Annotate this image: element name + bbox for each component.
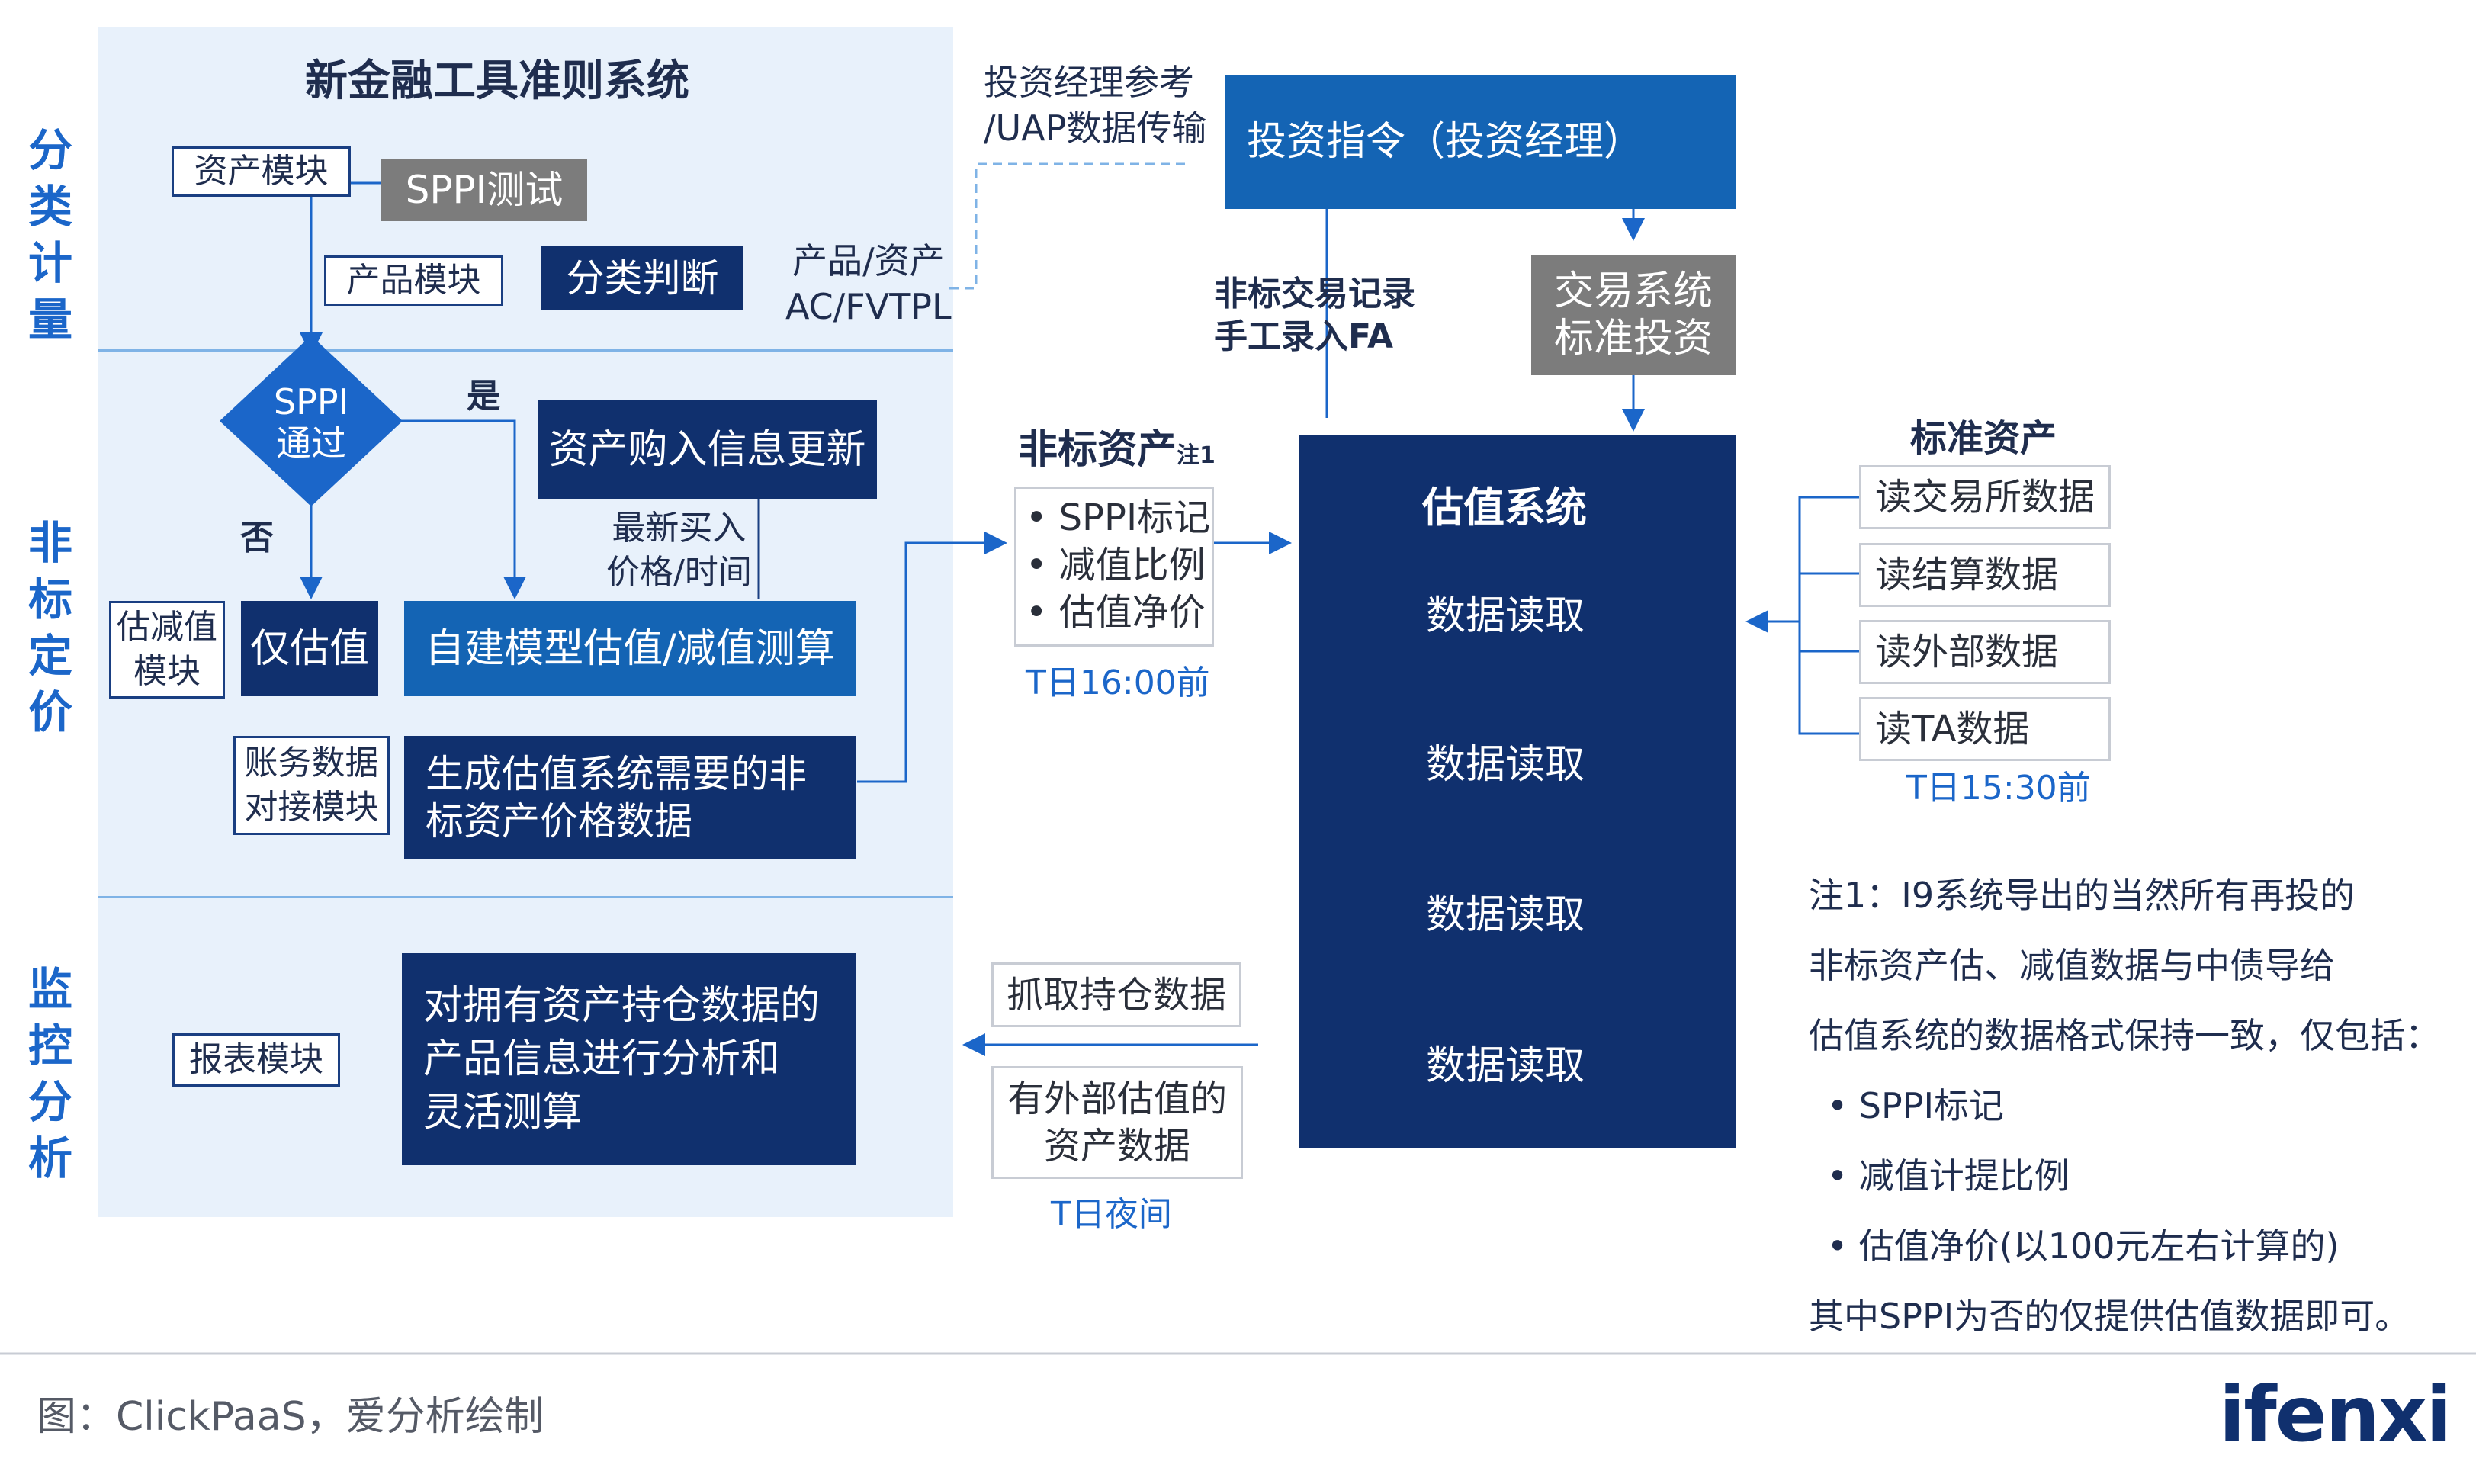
read-exchange-box: 读交易所数据 bbox=[1859, 465, 2111, 529]
section-label-text: 非标定价 bbox=[27, 517, 72, 738]
nonstandard-record-label: 非标交易记录 手工录入FA bbox=[1214, 275, 1415, 356]
valuation-system-title: 估值系统 bbox=[1422, 483, 1587, 532]
generate-price-box: 生成估值系统需要的非 标资产价格数据 bbox=[404, 736, 856, 859]
valuation-system-box bbox=[1299, 435, 1736, 1148]
section-label-classification: 分类计量 bbox=[23, 122, 78, 348]
read-exchange-label: 读交易所数据 bbox=[1875, 476, 2095, 519]
ifenxi-logo: ifenxi bbox=[2219, 1370, 2452, 1459]
read-ta-box: 读TA数据 bbox=[1859, 697, 2111, 761]
note-bullet-text: 估值净价(以100元左右计算的) bbox=[1858, 1225, 2340, 1267]
section-label-text: 分类计量 bbox=[27, 124, 72, 345]
classify-judge-label: 分类判断 bbox=[566, 255, 719, 300]
report-module-box: 报表模块 bbox=[172, 1033, 340, 1087]
section-divider-2 bbox=[98, 896, 953, 898]
data-read-4: 数据读取 bbox=[1426, 1043, 1585, 1089]
grab-positions-box: 抓取持仓数据 bbox=[991, 962, 1241, 1027]
trading-system-label: 交易系统 标准投资 bbox=[1553, 268, 1713, 361]
read-settlement-box: 读结算数据 bbox=[1859, 543, 2111, 607]
grab-positions-label: 抓取持仓数据 bbox=[1006, 973, 1226, 1017]
read-external-box: 读外部数据 bbox=[1859, 620, 2111, 684]
classify-judge-box: 分类判断 bbox=[541, 246, 743, 310]
latest-price-label: 最新买入 价格/时间 bbox=[606, 509, 752, 592]
read-settlement-label: 读结算数据 bbox=[1875, 554, 2059, 596]
generate-price-label: 生成估值系统需要的非 标资产价格数据 bbox=[426, 752, 807, 843]
read-external-label: 读外部数据 bbox=[1875, 631, 2059, 673]
section-label-text: 监控分析 bbox=[27, 963, 72, 1184]
product-module-label: 产品模块 bbox=[346, 261, 481, 300]
note-line: 估值系统的数据格式保持一致，仅包括： bbox=[1809, 1015, 2440, 1056]
manager-ref-label: 投资经理参考 /UAP数据传输 bbox=[984, 62, 1207, 149]
data-read-2: 数据读取 bbox=[1426, 742, 1585, 788]
note-line: 注1：I9系统导出的当然所有再投的 bbox=[1809, 875, 2356, 916]
note-bullet-text: SPPI标记 bbox=[1858, 1085, 2005, 1126]
note-bullet: • 减值计提比例 bbox=[1827, 1155, 2070, 1197]
section-divider-1 bbox=[98, 349, 953, 352]
sppi-test-box: SPPI测试 bbox=[381, 159, 587, 221]
product-asset-label: 产品/资产 AC/FVTPL bbox=[785, 240, 952, 327]
ledger-module-box: 账务数据 对接模块 bbox=[233, 736, 390, 835]
list-item: 估值净价 bbox=[1026, 589, 1210, 636]
investment-instruction-label: 投资指令（投资经理） bbox=[1247, 119, 1644, 165]
external-valued-box: 有外部估值的 资产数据 bbox=[991, 1066, 1243, 1179]
self-model-label: 自建模型估值/减值测算 bbox=[425, 625, 835, 672]
sppi-pass-diamond bbox=[220, 336, 403, 506]
nonstandard-assets-list: SPPI标记 减值比例 估值净价 bbox=[1026, 494, 1211, 636]
data-read-1: 数据读取 bbox=[1426, 593, 1585, 639]
analysis-label: 对拥有资产持仓数据的 产品信息进行分析和 灵活测算 bbox=[423, 983, 821, 1135]
ledger-module-label: 账务数据 对接模块 bbox=[244, 744, 379, 827]
external-valued-label: 有外部估值的 资产数据 bbox=[1007, 1078, 1227, 1168]
trading-system-box: 交易系统 标准投资 bbox=[1531, 255, 1736, 375]
note-block: 注1：I9系统导出的当然所有再投的 非标资产估、减值数据与中债导给 估值系统的数… bbox=[1809, 860, 2440, 1351]
t-night-label: T日夜间 bbox=[1051, 1195, 1172, 1234]
investment-instruction-box: 投资指令（投资经理） bbox=[1225, 75, 1736, 209]
t-before-1600-label: T日16:00前 bbox=[1026, 663, 1210, 702]
nonstandard-assets-title-text: 非标资产 bbox=[1018, 427, 1177, 473]
read-ta-label: 读TA数据 bbox=[1875, 708, 2030, 750]
list-item: 减值比例 bbox=[1026, 541, 1210, 589]
standard-assets-title: 标准资产 bbox=[1910, 417, 2057, 460]
only-valuation-label: 仅估值 bbox=[249, 625, 369, 672]
section-label-pricing: 非标定价 bbox=[23, 515, 78, 740]
nonstandard-assets-title: 非标资产注1 bbox=[1018, 426, 1216, 480]
only-valuation-box: 仅估值 bbox=[241, 601, 378, 696]
note-bullet-text: 减值计提比例 bbox=[1858, 1155, 2070, 1197]
report-module-label: 报表模块 bbox=[189, 1040, 323, 1079]
self-model-box: 自建模型估值/减值测算 bbox=[404, 601, 856, 696]
note-bullet: • 估值净价(以100元左右计算的) bbox=[1827, 1225, 2340, 1267]
impairment-module-box: 估减值 模块 bbox=[109, 601, 225, 699]
note-bullets: • SPPI标记 • 减值计提比例 • 估值净价(以100元左右计算的) bbox=[1809, 1071, 2440, 1281]
yes-label: 是 bbox=[467, 377, 500, 416]
asset-module-label: 资产模块 bbox=[194, 152, 329, 191]
purchase-update-box: 资产购入信息更新 bbox=[538, 400, 877, 499]
impairment-module-label: 估减值 模块 bbox=[117, 608, 217, 691]
system-title: 新金融工具准则系统 bbox=[305, 56, 689, 106]
asset-module-box: 资产模块 bbox=[172, 146, 351, 197]
sppi-pass-label: SPPI 通过 bbox=[273, 381, 349, 464]
product-module-box: 产品模块 bbox=[324, 255, 503, 306]
note-bullet: • SPPI标记 bbox=[1827, 1085, 2005, 1126]
section-label-monitoring: 监控分析 bbox=[23, 961, 78, 1187]
t-before-1530-label: T日15:30前 bbox=[1906, 769, 2091, 808]
list-item: SPPI标记 bbox=[1026, 494, 1211, 541]
purchase-update-label: 资产购入信息更新 bbox=[548, 427, 866, 473]
note-last-line: 其中SPPI为否的仅提供估值数据即可。 bbox=[1809, 1296, 2410, 1337]
analysis-box: 对拥有资产持仓数据的 产品信息进行分析和 灵活测算 bbox=[402, 953, 856, 1165]
note-line: 非标资产估、减值数据与中债导给 bbox=[1809, 945, 2335, 986]
source-caption: 图：ClickPaaS，爱分析绘制 bbox=[37, 1394, 544, 1440]
data-read-3: 数据读取 bbox=[1426, 892, 1585, 938]
sppi-test-label: SPPI测试 bbox=[405, 168, 564, 212]
note-mark: 注1 bbox=[1177, 442, 1216, 469]
no-label: 否 bbox=[240, 519, 274, 557]
